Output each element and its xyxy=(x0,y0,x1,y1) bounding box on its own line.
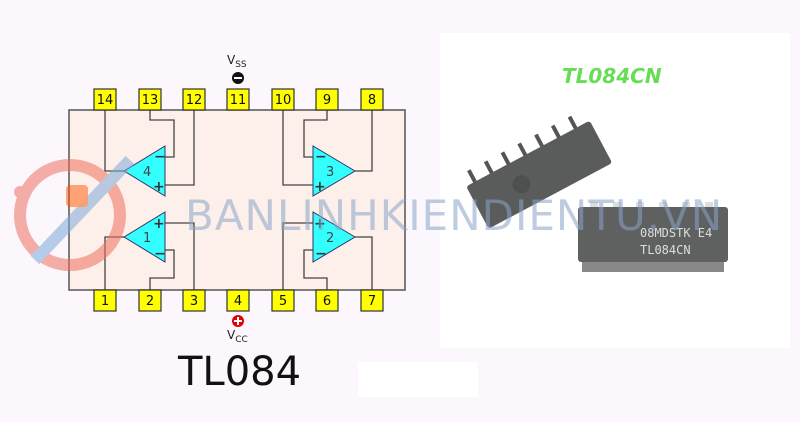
plus-sign: + xyxy=(314,179,326,195)
blank-patch xyxy=(358,362,478,397)
vss-label: VSS xyxy=(227,53,247,70)
pin-1: 1 xyxy=(93,289,117,312)
watermark-logo xyxy=(14,155,135,271)
minus-sign: − xyxy=(315,149,327,165)
opamp-3: 3 − + xyxy=(312,145,356,197)
pin-9: 9 xyxy=(315,88,339,111)
pin-number: 2 xyxy=(146,294,154,309)
ic-chip-tilted xyxy=(467,115,612,228)
pin-number: 13 xyxy=(142,93,159,108)
pin-number: 5 xyxy=(279,294,287,309)
pin-4: 4 xyxy=(226,289,250,312)
pin-5: 5 xyxy=(271,289,295,312)
pin-number: 11 xyxy=(230,93,247,108)
pin-number: 8 xyxy=(368,93,376,108)
ic-chip-front: 08MDSTK E4 TL084CN xyxy=(578,202,728,272)
pin-10: 10 xyxy=(271,88,295,111)
plus-sign: + xyxy=(314,216,326,232)
pin-number: 10 xyxy=(275,93,292,108)
pin-number: 9 xyxy=(323,93,331,108)
pin-3: 3 xyxy=(182,289,206,312)
minus-sign: − xyxy=(154,246,166,262)
amp-label: 2 xyxy=(326,231,334,246)
pin-number: 1 xyxy=(101,294,109,309)
photo-caption: TL084CN xyxy=(562,64,662,88)
diagram-title: TL084 xyxy=(177,349,301,395)
pin-6: 6 xyxy=(315,289,339,312)
pin-11: 11 xyxy=(226,88,250,111)
pin-2: 2 xyxy=(138,289,162,312)
pin-number: 7 xyxy=(368,294,376,309)
vcc-label: VCC xyxy=(227,328,248,345)
pin-7: 7 xyxy=(360,289,384,312)
amp-label: 4 xyxy=(143,165,151,180)
ic-body xyxy=(68,109,406,291)
chip-marking-1: 08MDSTK E4 xyxy=(640,226,712,240)
pin-14: 14 xyxy=(93,88,117,111)
plus-sign: + xyxy=(153,216,165,232)
wiring xyxy=(104,110,373,290)
minus-sign: − xyxy=(315,246,327,262)
pin-8: 8 xyxy=(360,88,384,111)
pin-12: 12 xyxy=(182,88,206,111)
amp-label: 1 xyxy=(143,231,151,246)
chip-marking-2: TL084CN xyxy=(640,243,691,257)
amp-label: 3 xyxy=(326,165,334,180)
pin-number: 6 xyxy=(323,294,331,309)
plus-sign: + xyxy=(153,179,165,195)
opamp-2: 2 + − xyxy=(312,211,356,263)
opamp-1: 1 + − xyxy=(123,211,166,263)
pin-number: 4 xyxy=(234,294,242,309)
pin-number: 3 xyxy=(190,294,198,309)
minus-sign: − xyxy=(154,149,166,165)
pin-13: 13 xyxy=(138,88,162,111)
pin-number: 14 xyxy=(97,93,114,108)
watermark-text: BANLINHKIENDIENTU.VN xyxy=(185,191,723,240)
pin-number: 12 xyxy=(186,93,203,108)
opamp-4: 4 − + xyxy=(123,145,166,197)
